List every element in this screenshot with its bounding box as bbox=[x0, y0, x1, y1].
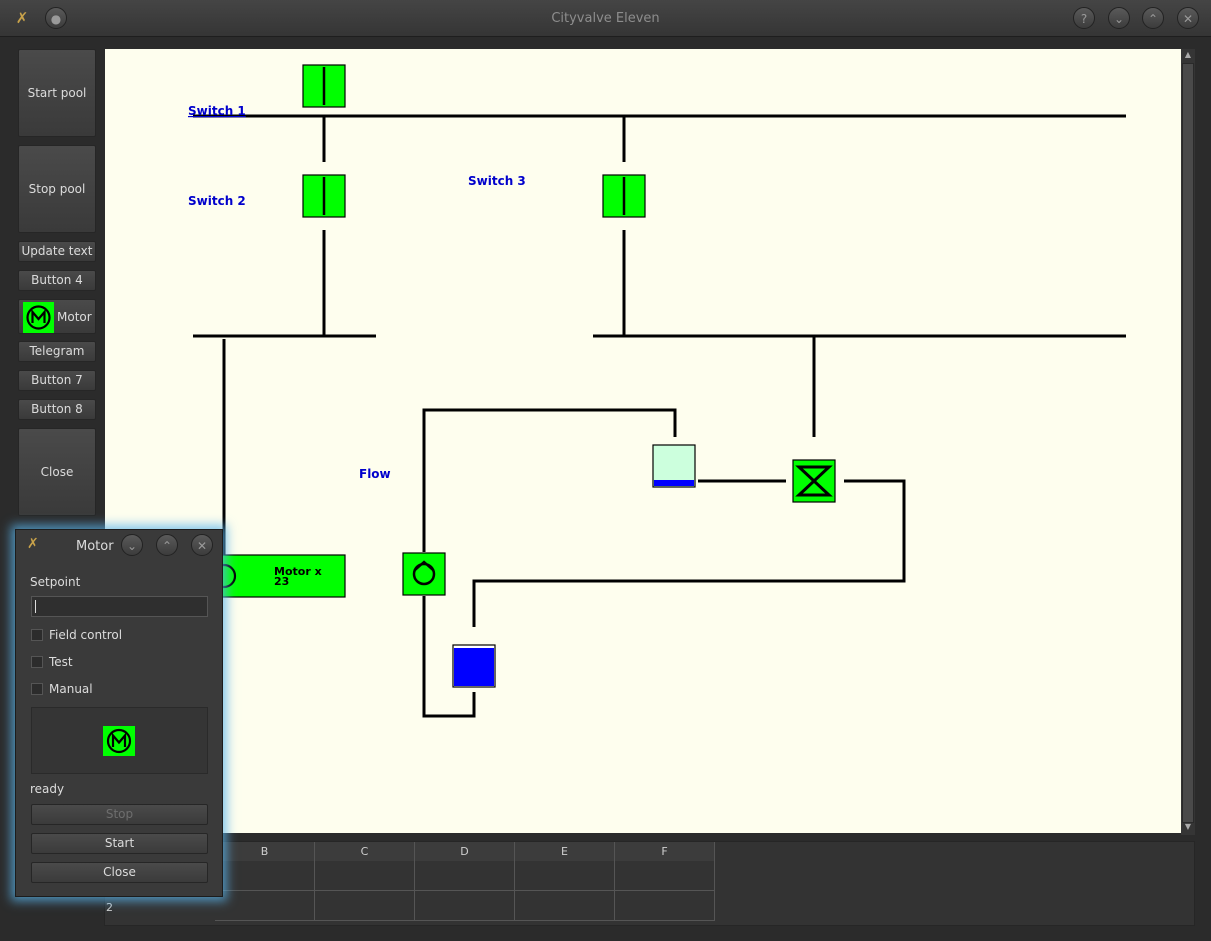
lower-tank-level-fill bbox=[454, 648, 494, 686]
diagram-vertical-scrollbar[interactable]: ▲ ▼ bbox=[1181, 49, 1195, 835]
button-8[interactable]: Button 8 bbox=[18, 399, 96, 420]
dialog-title: Motor bbox=[76, 539, 114, 554]
stop-pool-label: Stop pool bbox=[28, 182, 86, 196]
dialog-close-icon[interactable]: ✕ bbox=[191, 534, 213, 556]
close-button[interactable]: Close bbox=[18, 428, 96, 516]
motor-status-box bbox=[31, 707, 208, 774]
cell-c2[interactable] bbox=[315, 891, 415, 921]
switch-1-symbol[interactable] bbox=[302, 64, 346, 108]
text-caret bbox=[35, 600, 36, 613]
flow-label: Flow bbox=[359, 467, 391, 481]
switch-2-label: Switch 2 bbox=[188, 194, 246, 208]
scrollbar-thumb[interactable] bbox=[1182, 63, 1194, 823]
pipe-loop-top bbox=[422, 408, 677, 552]
button-4-label: Button 4 bbox=[31, 273, 83, 287]
column-header-b[interactable]: B bbox=[215, 842, 315, 861]
dialog-app-icon: ✗ bbox=[27, 536, 39, 552]
update-text-label: Update text bbox=[21, 244, 93, 258]
close-window-icon[interactable]: ✕ bbox=[1177, 7, 1199, 29]
cell-f1[interactable] bbox=[615, 861, 715, 891]
start-pool-button[interactable]: Start pool bbox=[18, 49, 96, 137]
cell-e2[interactable] bbox=[515, 891, 615, 921]
help-icon[interactable]: ? bbox=[1073, 7, 1095, 29]
stop-button[interactable]: Stop bbox=[31, 804, 208, 825]
button-8-label: Button 8 bbox=[31, 402, 83, 416]
motor-x-value: 23 bbox=[274, 575, 289, 588]
stop-label: Stop bbox=[105, 807, 134, 821]
upper-tank-level-fill bbox=[654, 480, 694, 486]
maximize-icon[interactable]: ⌃ bbox=[1142, 7, 1164, 29]
cell-d2[interactable] bbox=[415, 891, 515, 921]
motor-icon bbox=[103, 726, 135, 756]
dialog-close-label: Close bbox=[103, 865, 136, 879]
motor-button-label: Motor bbox=[57, 310, 92, 324]
cell-f2[interactable] bbox=[615, 891, 715, 921]
window-title: Cityvalve Eleven bbox=[551, 11, 660, 26]
start-label: Start bbox=[104, 836, 135, 850]
motor-x-label: Motor x bbox=[274, 565, 322, 578]
button-7-label: Button 7 bbox=[31, 373, 83, 387]
upper-tank[interactable] bbox=[652, 444, 696, 488]
switch-3-label: Switch 3 bbox=[468, 174, 526, 188]
start-pool-label: Start pool bbox=[27, 86, 87, 100]
start-button[interactable]: Start bbox=[31, 833, 208, 854]
dialog-maximize-icon[interactable]: ⌃ bbox=[156, 534, 178, 556]
cell-e1[interactable] bbox=[515, 861, 615, 891]
setpoint-input[interactable] bbox=[31, 596, 208, 617]
cell-d1[interactable] bbox=[415, 861, 515, 891]
switch-2-symbol[interactable] bbox=[302, 174, 346, 218]
telegram-button[interactable]: Telegram bbox=[18, 341, 96, 362]
diagram-svg: Switch 1 Switch 2 Switch 3 Flow Motor x … bbox=[188, 64, 1126, 718]
test-checkbox[interactable] bbox=[31, 656, 43, 668]
column-header-c[interactable]: C bbox=[315, 842, 415, 861]
stop-pool-button[interactable]: Stop pool bbox=[18, 145, 96, 233]
field-control-label[interactable]: Field control bbox=[49, 628, 123, 642]
switch-1-label: Switch 1 bbox=[188, 104, 246, 118]
telegram-label: Telegram bbox=[29, 344, 85, 358]
cell-b2[interactable] bbox=[215, 891, 315, 921]
scroll-down-icon[interactable]: ▼ bbox=[1184, 822, 1192, 831]
cell-c1[interactable] bbox=[315, 861, 415, 891]
lower-tank[interactable] bbox=[452, 644, 496, 688]
manual-label[interactable]: Manual bbox=[49, 682, 93, 696]
row-header-2[interactable]: 2 bbox=[106, 901, 113, 914]
column-header-d[interactable]: D bbox=[415, 842, 515, 861]
column-header-f[interactable]: F bbox=[615, 842, 715, 861]
motor-x-symbol[interactable] bbox=[202, 554, 346, 598]
scroll-up-icon[interactable]: ▲ bbox=[1184, 50, 1192, 59]
window-titlebar: ✗ ● Cityvalve Eleven ? ⌄ ⌃ ✕ bbox=[0, 0, 1211, 37]
test-label[interactable]: Test bbox=[49, 655, 73, 669]
pump-symbol[interactable] bbox=[402, 552, 446, 596]
motor-button[interactable]: Motor bbox=[18, 299, 96, 334]
app-logo-icon: ✗ bbox=[15, 9, 29, 27]
cell-b1[interactable] bbox=[215, 861, 315, 891]
switch-3-symbol[interactable] bbox=[602, 174, 646, 218]
minimize-icon[interactable]: ⌄ bbox=[1108, 7, 1130, 29]
window-menu-icon[interactable]: ● bbox=[45, 7, 67, 29]
process-diagram-canvas: Switch 1 Switch 2 Switch 3 Flow Motor x … bbox=[105, 49, 1181, 833]
close-label: Close bbox=[40, 465, 74, 479]
update-text-button[interactable]: Update text bbox=[18, 241, 96, 262]
button-7[interactable]: Button 7 bbox=[18, 370, 96, 391]
status-text: ready bbox=[30, 782, 65, 796]
motor-dialog: ✗ Motor ⌄ ⌃ ✕ Setpoint Field control Tes… bbox=[15, 529, 223, 897]
manual-checkbox[interactable] bbox=[31, 683, 43, 695]
button-4[interactable]: Button 4 bbox=[18, 270, 96, 291]
field-control-checkbox[interactable] bbox=[31, 629, 43, 641]
column-header-e[interactable]: E bbox=[515, 842, 615, 861]
dialog-minimize-icon[interactable]: ⌄ bbox=[121, 534, 143, 556]
wiring bbox=[193, 114, 1126, 718]
dialog-close-button[interactable]: Close bbox=[31, 862, 208, 883]
setpoint-label: Setpoint bbox=[30, 575, 81, 589]
spreadsheet[interactable]: B C D E F 2 bbox=[104, 841, 1195, 926]
motor-icon bbox=[23, 302, 54, 333]
pipe-pump-to-tank bbox=[422, 596, 476, 718]
pipe-valve-return bbox=[472, 479, 906, 627]
valve-symbol[interactable] bbox=[792, 459, 836, 503]
